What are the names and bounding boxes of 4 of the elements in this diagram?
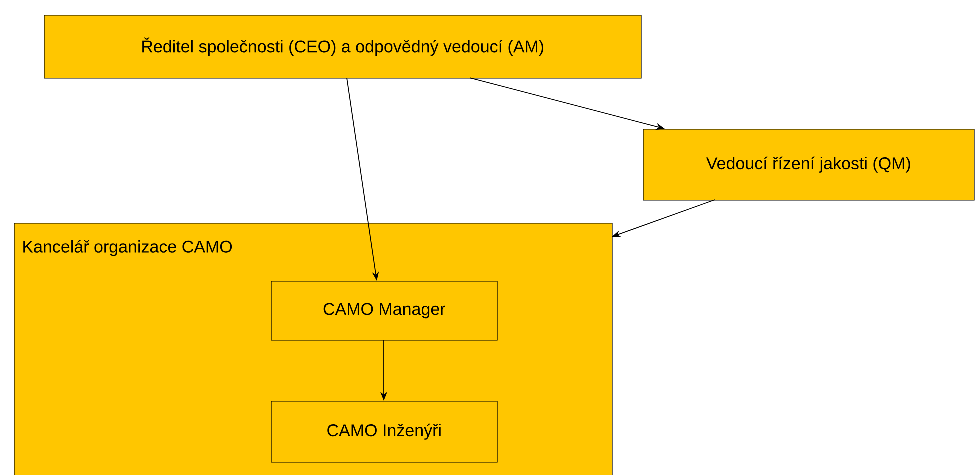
role-box: Ředitel společnosti (CEO) a odpovědný vedoucí (AM)	[44, 15, 642, 79]
role-box: Vedoucí řízení jakosti (QM)	[643, 129, 975, 201]
role-box: CAMO Manager	[271, 281, 498, 341]
role-box: CAMO Inženýři	[271, 401, 498, 463]
